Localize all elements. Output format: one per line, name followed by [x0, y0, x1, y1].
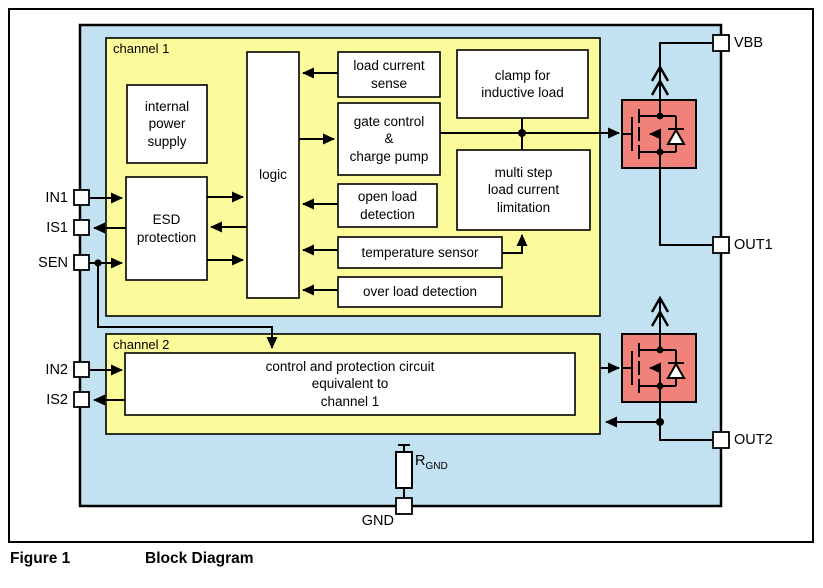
chevron-up-icon	[650, 295, 670, 313]
logic-box	[246, 51, 300, 299]
pin-label-sen: SEN	[38, 255, 68, 271]
nmos-with-body-diode-icon	[621, 99, 697, 169]
figure-number: Figure 1	[10, 550, 71, 567]
pins	[73, 34, 730, 515]
channel2-circuit-box	[124, 352, 576, 416]
channel1-label: channel 1	[113, 41, 170, 56]
pin-label-in1: IN1	[45, 190, 68, 206]
rgnd-label-subscript: GND	[425, 460, 448, 472]
junction-dots	[94, 129, 664, 426]
pin-in2	[73, 361, 90, 378]
internal-power-supply-box	[126, 84, 208, 164]
pin-out1	[712, 236, 730, 254]
pin-gnd	[395, 497, 413, 515]
pin-out2	[712, 431, 730, 449]
vbb-chevron-arrows	[650, 64, 670, 327]
pin-label-in2: IN2	[45, 362, 68, 378]
esd-protection-box	[125, 176, 208, 281]
wire-tempsensor-multistep	[502, 234, 528, 254]
chevron-up-icon	[650, 309, 670, 327]
pin-label-is2: IS2	[46, 392, 68, 408]
wire-mosfet2-out2	[659, 402, 712, 441]
pin-is2	[73, 391, 90, 408]
gate-control-box	[337, 102, 441, 176]
nmos-with-body-diode-icon	[622, 334, 696, 402]
pin-sen	[73, 254, 90, 271]
figure-title: Block Diagram	[145, 550, 254, 567]
pin-label-gnd: GND	[361, 513, 394, 529]
chevron-up-icon	[650, 78, 670, 96]
pin-in1	[73, 189, 90, 206]
over-load-detection-box	[337, 276, 503, 308]
pin-label-out2: OUT2	[734, 432, 773, 448]
pin-vbb	[712, 34, 730, 52]
function-boxes	[124, 49, 591, 416]
multi-step-limitation-box	[456, 149, 591, 231]
pin-is1	[73, 219, 90, 236]
load-current-sense-box	[337, 51, 441, 98]
clamp-inductive-load-box	[456, 49, 589, 119]
pin-label-out1: OUT1	[734, 237, 773, 253]
wire-mosfet1-out1	[659, 168, 712, 246]
wire-sen-channel2	[97, 263, 278, 349]
pin-label-vbb: VBB	[734, 35, 764, 51]
open-load-detection-box	[337, 183, 438, 228]
rgnd-resistor	[395, 451, 413, 489]
pin-label-is1: IS1	[46, 220, 68, 236]
wires	[89, 42, 712, 502]
rgnd-label: RGND	[415, 453, 448, 475]
body-diode-icon	[666, 127, 686, 145]
chevron-up-icon	[650, 64, 670, 82]
temperature-sensor-box	[337, 236, 503, 269]
rgnd-label-name: R	[415, 453, 426, 469]
channel2-label: channel 2	[113, 337, 170, 352]
